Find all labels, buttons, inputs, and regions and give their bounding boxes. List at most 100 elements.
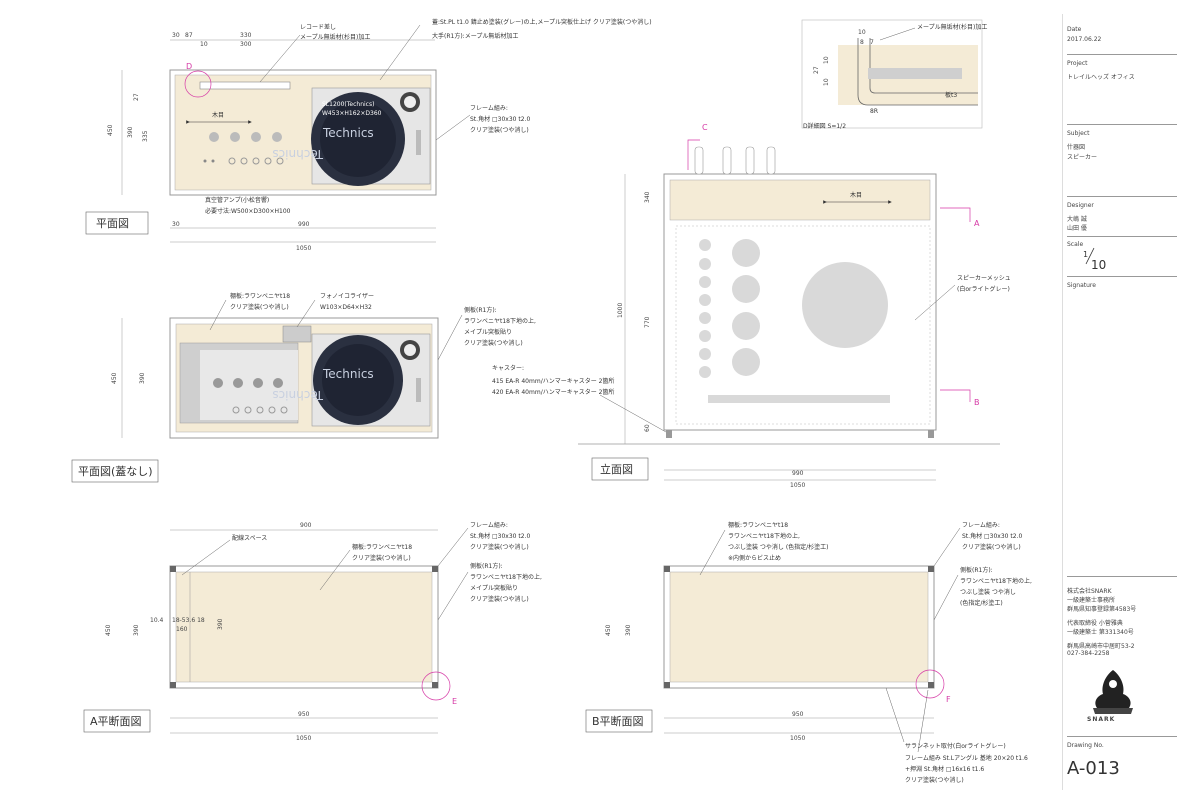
dim-7: 7 — [870, 39, 874, 46]
wood-grain-label: 木目 — [212, 111, 224, 119]
note-shelf-a-finish: クリア塗装(つや消し) — [352, 554, 411, 562]
note-frame-mat: St.角材 □30x30 t2.0 — [470, 115, 530, 123]
dim-10-d: 10 — [858, 29, 866, 36]
note-side-a-veneer: メイプル突板貼り — [470, 584, 518, 592]
marker-a: A — [974, 219, 980, 228]
turntable-brand: Technics — [322, 126, 374, 140]
section-a-title: A平断面図 — [90, 714, 142, 728]
note-frame-b-mat: St.角材 □30x30 t2.0 — [962, 532, 1022, 540]
record-slot — [199, 81, 291, 90]
rep-line2: 一級建築士 第331340号 — [1067, 629, 1134, 636]
detail-scale: D詳細図 S=1/2 — [803, 122, 846, 130]
marker-f: F — [946, 695, 951, 704]
note-side-a: 側板(R1方): — [470, 562, 503, 570]
dim-340: 340 — [644, 191, 651, 203]
dim-950-b: 950 — [792, 711, 804, 718]
dim-10: 10 — [200, 41, 208, 48]
note-speaker-mesh: スピーカーメッシュ — [957, 275, 1011, 282]
dim-390-b: 390 — [625, 624, 632, 636]
dim-30: 30 — [172, 32, 180, 39]
dim-60: 60 — [644, 424, 651, 432]
note-side-board: 側板(R1方): — [464, 306, 497, 314]
woofer — [802, 262, 888, 348]
dim-1050-b: 1050 — [790, 735, 805, 742]
elev-wood-grain: 木目 — [850, 191, 862, 199]
note-side-b: 側板(R1方): — [960, 566, 993, 574]
note-phono-size: W103×D64×H32 — [320, 304, 372, 311]
section-b-title: B平断面図 — [592, 714, 644, 728]
marker-b: B — [974, 398, 980, 407]
marker-c: C — [702, 123, 708, 132]
note-shelf: 棚板:ラワンベニヤt18 — [230, 292, 290, 300]
rep-name: 代表取締役 小菅雅典 — [1067, 620, 1123, 627]
note-frame-a: フレーム組み: — [470, 521, 508, 529]
drawing-no: A-013 — [1067, 758, 1120, 779]
dim-450-a: 450 — [105, 624, 112, 636]
snark-logo-text: SNARK — [1087, 716, 1116, 723]
dim-990: 990 — [298, 221, 310, 228]
note-side-board-veneer: メイプル突板貼り — [464, 328, 512, 336]
dim-8: 8 — [860, 39, 864, 46]
note-side-b-base: ラワンベニヤt18下地の上, — [960, 577, 1032, 585]
dim-10-d3: 10 — [823, 78, 830, 86]
detail-mat: メープル無垢材(杉目)加工 — [917, 23, 987, 31]
dim-27-d: 27 — [813, 66, 820, 74]
note-handle: 大手(R1方):メープル無垢材加工 — [432, 32, 518, 40]
section-b-view: F 950 1050 450 390 棚板:ラワンベニヤt18 ラワンベニヤt1… — [585, 521, 1032, 784]
note-amp: 真空管アンプ(小松音響) — [205, 196, 269, 204]
title-block: Date 2017.06.22 Project トレイルヘッズ オフィス Sub… — [1062, 14, 1183, 790]
project-label: Project — [1067, 60, 1088, 67]
note-shelf-b-note: ※内側からビス止め — [728, 554, 781, 562]
dim-335: 335 — [142, 130, 149, 142]
plan-view: 30 87 330 300 10 D 木目 Technics Technics … — [85, 18, 652, 252]
company-name: 株式会社SNARK — [1067, 588, 1112, 595]
detail-board: 板t3 — [945, 91, 957, 99]
dim-330: 330 — [240, 32, 252, 39]
note-wiring-space: 配線スペース — [232, 534, 267, 542]
phono-eq — [282, 325, 312, 343]
scale-num: 1 — [1083, 250, 1089, 259]
note-caster: キャスター: — [492, 364, 524, 372]
note-frame-b-2: +押淵 St.角材 □16x16 t1.6 — [905, 765, 984, 773]
note-lid: 蓋:St.PL t1.0 錆止め塗装(グレー)の上,メープル突板仕上げ クリア塗… — [432, 18, 652, 26]
drawing-no-label: Drawing No. — [1067, 742, 1104, 749]
dim-1050-a: 1050 — [296, 735, 311, 742]
note-frame-a-finish: クリア塗装(つや消し) — [470, 543, 529, 551]
note-record-slot: レコード差し — [300, 23, 336, 31]
scale-den: 10 — [1091, 258, 1107, 272]
dim-770: 770 — [644, 316, 651, 328]
scale-slash — [1085, 247, 1095, 265]
note-side-b-color: (色指定/杉塗工) — [960, 599, 1003, 607]
designer-value-1: 大嶋 誠 — [1067, 216, 1087, 223]
note-side-a-mat: ラワンベニヤt18下地の上, — [470, 573, 542, 581]
dim-30-b: 30 — [172, 221, 180, 228]
company-line2: 一級建築士事務所 — [1067, 597, 1116, 604]
dim-990-e: 990 — [792, 470, 804, 477]
company-line3: 群馬県知事登録第4583号 — [1067, 606, 1137, 613]
note-shelf-b-base: ラワンベニヤt18下地の上, — [728, 532, 800, 540]
marker-d-circle — [184, 70, 212, 98]
dim-1050-e: 1050 — [790, 482, 805, 489]
detail-r: 8R — [870, 108, 878, 115]
dim-27: 27 — [133, 93, 140, 101]
note-shelf-a: 棚板:ラワンベニヤt18 — [352, 543, 412, 551]
turntable-model: SL1200(Technics) — [322, 101, 374, 108]
note-caster-2: 420 EA-R 40mm/ハンマーキャスター 2箇所 — [492, 388, 614, 396]
plan-title: 平面図 — [96, 217, 129, 230]
dim-900: 900 — [300, 522, 312, 529]
subject-value-1: 什器図 — [1067, 144, 1086, 151]
note-amp-size: 必要寸法:W500×D300×H100 — [205, 207, 291, 215]
dim-390-2: 390 — [139, 372, 146, 384]
plan-no-lid-title: 平面図(蓋なし) — [78, 465, 153, 478]
designer-value-2: 山田 優 — [1067, 225, 1087, 232]
elevation-title: 立面図 — [600, 462, 633, 476]
dim-300: 300 — [240, 41, 252, 48]
plan-no-lid-view: Technics Technics 450 390 棚板:ラワンベニヤt18 ク… — [71, 292, 536, 483]
note-phono: フォノイコライザー — [320, 293, 374, 300]
note-caster-1: 415 EA-R 40mm/ハンマーキャスター 2箇所 — [492, 377, 614, 385]
dim-10-d2: 10 — [823, 56, 830, 64]
marker-e: E — [452, 697, 457, 706]
dim-450: 450 — [107, 124, 114, 136]
dim-1050: 1050 — [296, 245, 311, 252]
